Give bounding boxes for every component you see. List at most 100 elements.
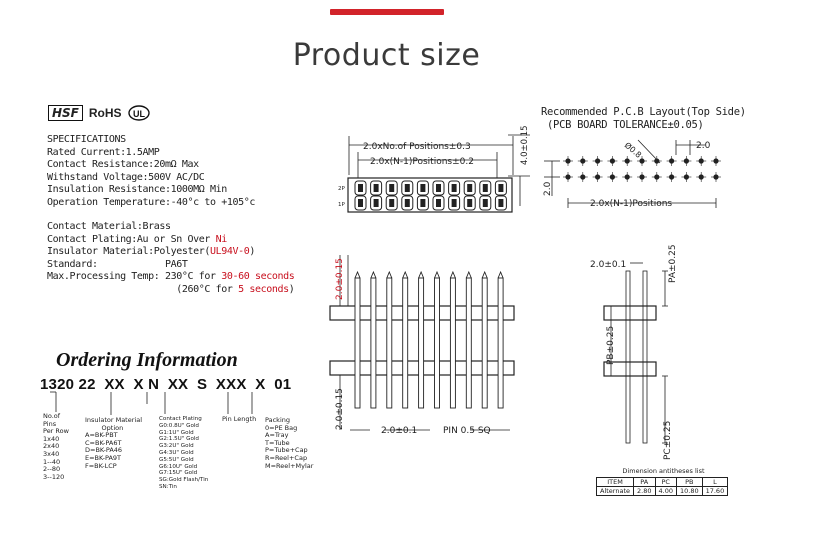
td-pc: 4.00 [654,486,677,496]
accent-bar [330,9,444,15]
dim-height: 4.0±0.15 [520,125,530,165]
ul-mark-icon: UL [127,105,150,121]
top-pin-1p-core [404,199,410,207]
materials-block: Contact Material:Brass Contact Plating:A… [47,221,295,297]
front-pin-tip [465,270,472,279]
pcb-holes [563,156,721,182]
spec-insulation-resistance: Insulation Resistance:1000MΩ Min [47,184,227,196]
front-pin [402,277,409,409]
top-pin-1p-core [420,199,426,207]
specs-block: SPECIFICATIONS Rated Current:1.5AMP Cont… [47,134,255,210]
th-pc: PC [654,477,677,487]
pcb-pitch-left: 2.0 [543,181,553,196]
front-pin-tip [386,270,393,279]
top-pin-2p-core [404,184,410,192]
spec-rated-current: Rated Current:1.5AMP [47,146,160,158]
ordering-heading: Ordering Information [56,349,238,371]
front-pin [354,277,361,409]
top-pin-2p-core [389,184,395,192]
top-pin-2p [479,180,492,196]
front-dim-top: 2.0±0.15 [335,258,345,300]
top-pin-2p-core [358,184,363,192]
spec-contact-plating: Contact Plating:Au or Sn Over Ni [47,233,227,245]
side-dim-pitch: 2.0±0.1 [590,260,626,270]
top-pin-2p [416,180,429,196]
hsf-logo: HSF [48,105,83,121]
spec-standard: Standard: PA6T [47,258,188,270]
spec-operation-temperature: Operation Temperature:-40°c to +105°c [47,196,255,208]
front-pin [434,277,440,409]
top-pin-1p [401,195,414,211]
top-pin-2p-core [420,184,426,192]
packing-legend: Packing 0=PE Bag A=Tray T=Tube P=Tube+Ca… [265,416,314,470]
top-pin-1p-core [498,199,504,207]
top-pin-1p-core [451,199,457,207]
front-view-pins [354,270,504,409]
top-pin-1p [432,195,445,211]
pcb-dim-bottom: 2.0x(N-1)Positions [590,199,672,209]
front-pin-tip [449,270,456,279]
spec-withstand-voltage: Withstand Voltage:500V AC/DC [47,171,205,183]
th-item: ITEM [595,477,635,487]
front-pin [418,277,425,409]
top-pin-2p-core [373,184,379,192]
dim-positions: 2.0xNo.of Positions±0.3 [363,142,471,152]
top-view-pins [354,180,507,211]
top-pin-1p [370,195,383,211]
pin-length-legend: Pin Length [222,415,257,423]
table-caption: Dimension antitheses list [622,467,705,475]
top-pin-2p-core [436,184,441,192]
top-pin-1p-core [436,199,441,207]
front-pin [370,277,377,409]
top-pin-1p [494,195,507,211]
th-pa: PA [633,477,656,487]
front-pin [449,277,456,409]
top-pin-2p-core [482,184,488,192]
top-pin-2p [494,180,507,196]
plating-legend: Contact Plating G0:0.8U" Gold G1:1U" Gol… [159,416,209,490]
td-l: 17.60 [701,486,729,496]
top-pin-1p-core [482,199,488,207]
part-number: 1320 22 XX X N XX S XXX X 01 [40,376,292,393]
side-pa: PA±0.25 [668,244,678,283]
dimension-table: ITEM PA PC PB L Alternate 2.80 4.00 10.8… [595,477,729,496]
side-pc: PC±0.25 [663,421,673,460]
cert-logos: HSF RoHS UL [48,105,150,121]
top-pin-2p-core [467,184,473,192]
top-pin-1p [385,195,398,211]
front-dim-pitch: 2.0±0.1 [381,426,417,436]
td-pa: 2.80 [633,486,656,496]
front-pin-tip [481,270,488,279]
front-pin-tip [497,270,504,279]
top-pin-1p-core [358,199,363,207]
top-pin-1p-core [389,199,395,207]
dim-n1: 2.0x(N-1)Positions±0.2 [370,157,474,167]
spec-contact-material: Contact Material:Brass [47,221,171,232]
front-pin-tip [370,270,377,279]
page-title: Product size [292,38,481,73]
top-pin-1p [448,195,461,211]
front-pin [465,277,472,409]
top-pin-2p-core [451,184,457,192]
top-pin-2p [463,180,476,196]
top-pin-2p [354,180,367,196]
top-pin-2p [370,180,383,196]
top-pin-1p-core [467,199,473,207]
spec-max-temp-2: (260°C for 5 seconds) [47,283,295,295]
spec-insulator-material: Insulator Material:Polyester(UL94V-0) [47,246,255,258]
front-pin-tip [418,270,425,279]
spec-contact-resistance: Contact Resistance:20mΩ Max [47,159,199,171]
front-pin [497,277,504,409]
td-item: Alternate [595,486,635,496]
insulator-legend: Insulator Material Option A=BK-PBT C=BK-… [85,416,143,470]
top-pin-2p [448,180,461,196]
spec-max-temp: Max.Processing Temp: 230°C for 30-60 sec… [47,271,295,283]
top-pin-2p-core [498,184,504,192]
td-pb: 10.80 [675,486,703,496]
table-row: Alternate 2.80 4.00 10.80 17.60 [595,486,729,496]
front-pin-tip [434,270,440,279]
top-pin-1p-core [373,199,379,207]
pins-per-row-legend: No.of Pins Per Row 1x40 2x40 3x40 1--40 … [43,412,69,481]
row-1p: 1P [338,202,345,208]
